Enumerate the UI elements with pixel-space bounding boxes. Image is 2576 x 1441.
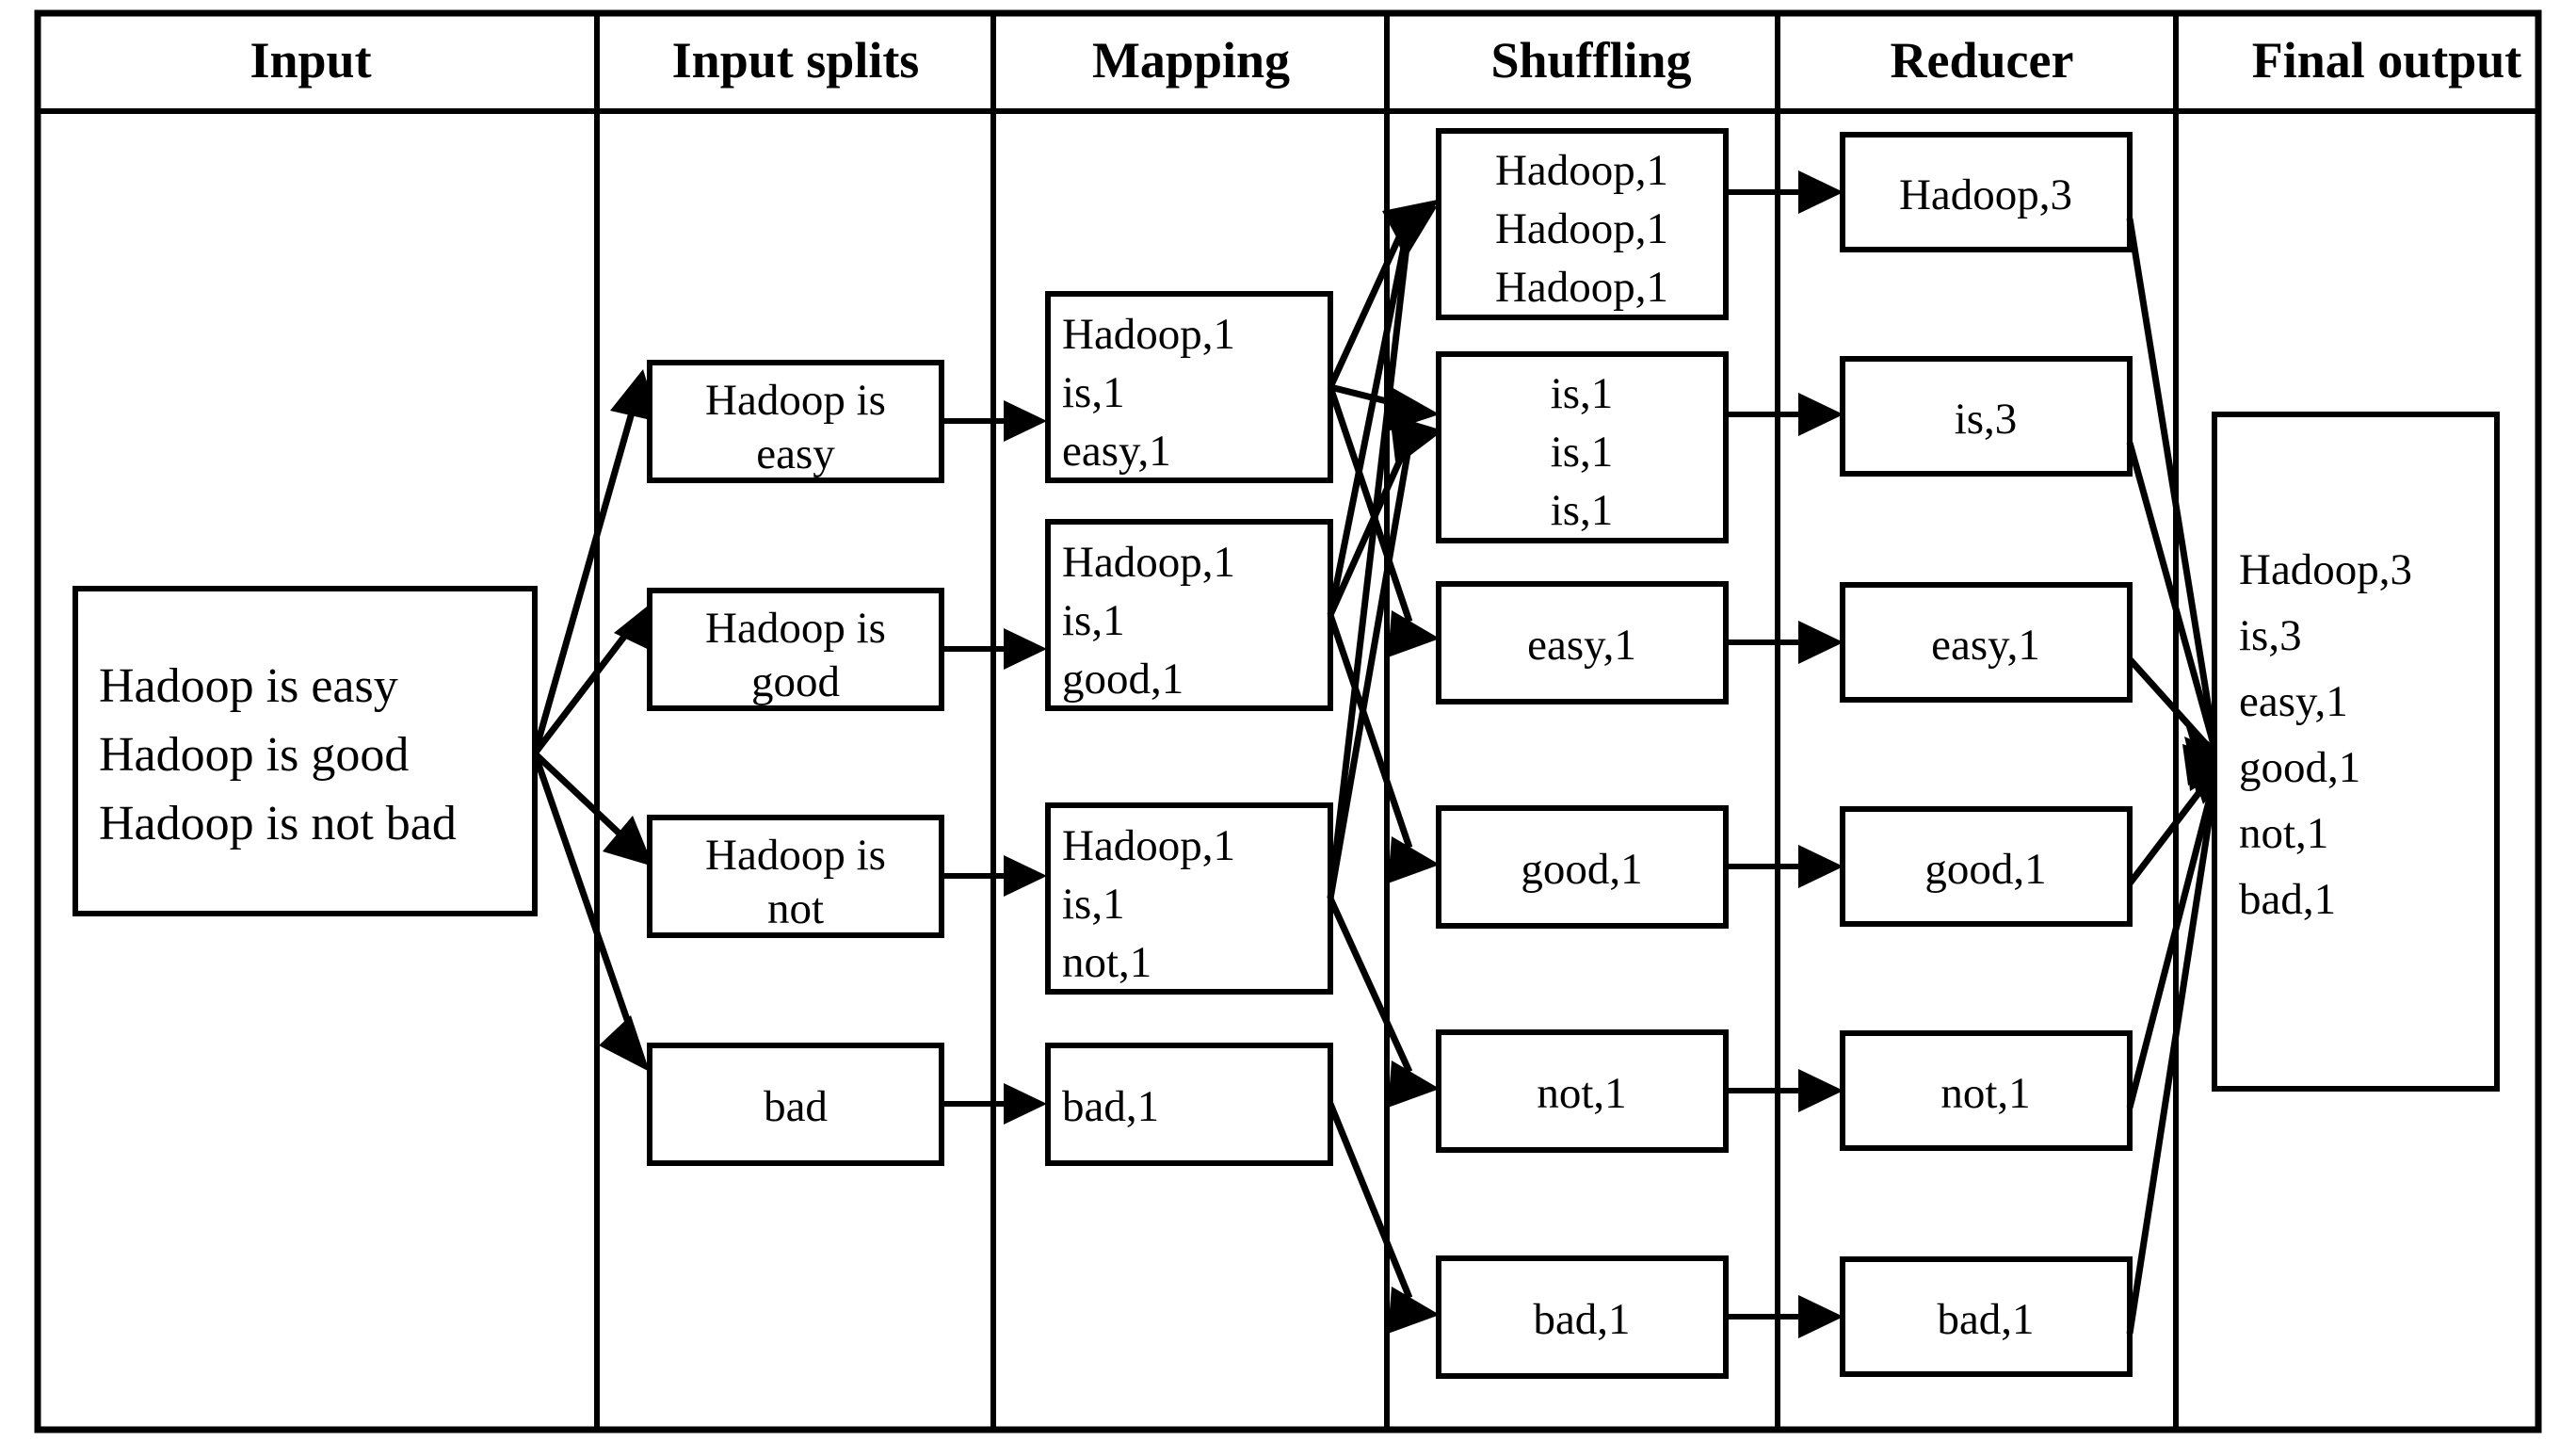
reducer-3-line-1: easy,1 — [1931, 621, 2040, 670]
reducer-box-3: easy,1 — [1840, 582, 2133, 703]
input-split-box-1: Hadoop is easy — [647, 360, 944, 483]
input-split-box-2: Hadoop is good — [647, 588, 944, 711]
shuffling-1-line-3: Hadoop,1 — [1495, 263, 1668, 312]
input-split-2-line-2: good — [751, 657, 840, 706]
reducer-box-5: not,1 — [1840, 1030, 2133, 1151]
reducer-1-line-1: Hadoop,3 — [1899, 170, 2072, 219]
final-output-line-1: Hadoop,3 — [2239, 545, 2412, 594]
mapping-box-2: Hadoop,1 is,1 good,1 — [1045, 519, 1333, 711]
input-split-box-3: Hadoop is not — [647, 815, 944, 938]
mapping-3-line-2: is,1 — [1062, 880, 1125, 929]
shuffling-2-line-2: is,1 — [1551, 428, 1614, 477]
mapping-2-line-3: good,1 — [1062, 655, 1183, 704]
shuffling-2-line-3: is,1 — [1551, 486, 1614, 535]
shuffling-box-6: bad,1 — [1436, 1255, 1729, 1379]
shuffling-5-line-1: not,1 — [1537, 1069, 1626, 1118]
mapping-4-line-1: bad,1 — [1062, 1082, 1159, 1131]
mapping-box-1: Hadoop,1 is,1 easy,1 — [1045, 291, 1333, 483]
column-header-reducer: Reducer — [1891, 32, 2074, 89]
column-header-input: Input — [250, 32, 371, 89]
shuffling-4-line-1: good,1 — [1521, 845, 1642, 894]
input-box: Hadoop is easy Hadoop is good Hadoop is … — [72, 586, 538, 916]
edges-splits-to-mapping — [942, 400, 1047, 1125]
shuffling-6-line-1: bad,1 — [1533, 1295, 1630, 1344]
shuffling-1-line-2: Hadoop,1 — [1495, 204, 1668, 253]
reducer-2-line-1: is,3 — [1955, 395, 2018, 444]
edges-mapping-to-shuffling — [1327, 200, 1440, 1334]
reducer-box-1: Hadoop,3 — [1840, 132, 2133, 252]
mapping-3-line-1: Hadoop,1 — [1062, 821, 1235, 870]
input-split-4-line-1: bad — [764, 1082, 828, 1131]
column-header-shuffling: Shuffling — [1490, 32, 1691, 89]
mapping-1-line-1: Hadoop,1 — [1062, 310, 1235, 359]
mapping-2-line-2: is,1 — [1062, 596, 1125, 645]
input-split-box-4: bad — [647, 1043, 944, 1166]
reducer-box-2: is,3 — [1840, 356, 2133, 477]
diagram-outer-frame — [34, 9, 2542, 1433]
column-header-final-output: Final output — [2252, 32, 2522, 89]
shuffling-box-1: Hadoop,1 Hadoop,1 Hadoop,1 — [1436, 128, 1729, 320]
mapping-1-line-3: easy,1 — [1062, 427, 1171, 476]
shuffling-1-line-1: Hadoop,1 — [1495, 146, 1668, 195]
input-split-1-line-1: Hadoop is — [705, 376, 886, 425]
column-header-input-splits: Input splits — [672, 32, 920, 89]
reducer-box-4: good,1 — [1840, 806, 2133, 927]
reducer-box-6: bad,1 — [1840, 1256, 2133, 1377]
final-output-box: Hadoop,3 is,3 easy,1 good,1 not,1 bad,1 — [2212, 412, 2500, 1092]
mapping-1-line-2: is,1 — [1062, 368, 1125, 417]
shuffling-box-5: not,1 — [1436, 1029, 1729, 1153]
input-split-3-line-2: not — [767, 884, 824, 933]
final-output-line-6: bad,1 — [2239, 875, 2336, 924]
shuffling-box-2: is,1 is,1 is,1 — [1436, 351, 1729, 543]
final-output-line-2: is,3 — [2239, 611, 2302, 660]
column-header-mapping: Mapping — [1092, 32, 1290, 89]
shuffling-2-line-1: is,1 — [1551, 369, 1614, 418]
input-line-1: Hadoop is easy — [99, 659, 398, 713]
edges-shuffling-to-reducer — [1726, 170, 1843, 1338]
input-split-1-line-2: easy — [756, 429, 835, 478]
mapping-box-4: bad,1 — [1045, 1043, 1333, 1166]
shuffling-3-line-1: easy,1 — [1527, 621, 1636, 670]
reducer-6-line-1: bad,1 — [1937, 1295, 2034, 1344]
input-line-2: Hadoop is good — [99, 728, 409, 782]
shuffling-box-3: easy,1 — [1436, 581, 1729, 704]
input-split-3-line-1: Hadoop is — [705, 831, 886, 880]
reducer-5-line-1: not,1 — [1940, 1069, 2030, 1118]
final-output-line-5: not,1 — [2239, 809, 2328, 858]
mapping-2-line-1: Hadoop,1 — [1062, 538, 1235, 587]
input-line-3: Hadoop is not bad — [99, 797, 457, 850]
mapping-3-line-3: not,1 — [1062, 938, 1151, 987]
shuffling-box-4: good,1 — [1436, 805, 1729, 929]
final-output-line-3: easy,1 — [2239, 677, 2348, 726]
edges-reducer-to-final-output — [2126, 218, 2239, 1335]
final-output-line-4: good,1 — [2239, 743, 2360, 792]
reducer-4-line-1: good,1 — [1924, 845, 2046, 894]
mapping-box-3: Hadoop,1 is,1 not,1 — [1045, 802, 1333, 995]
input-split-2-line-1: Hadoop is — [705, 604, 886, 653]
